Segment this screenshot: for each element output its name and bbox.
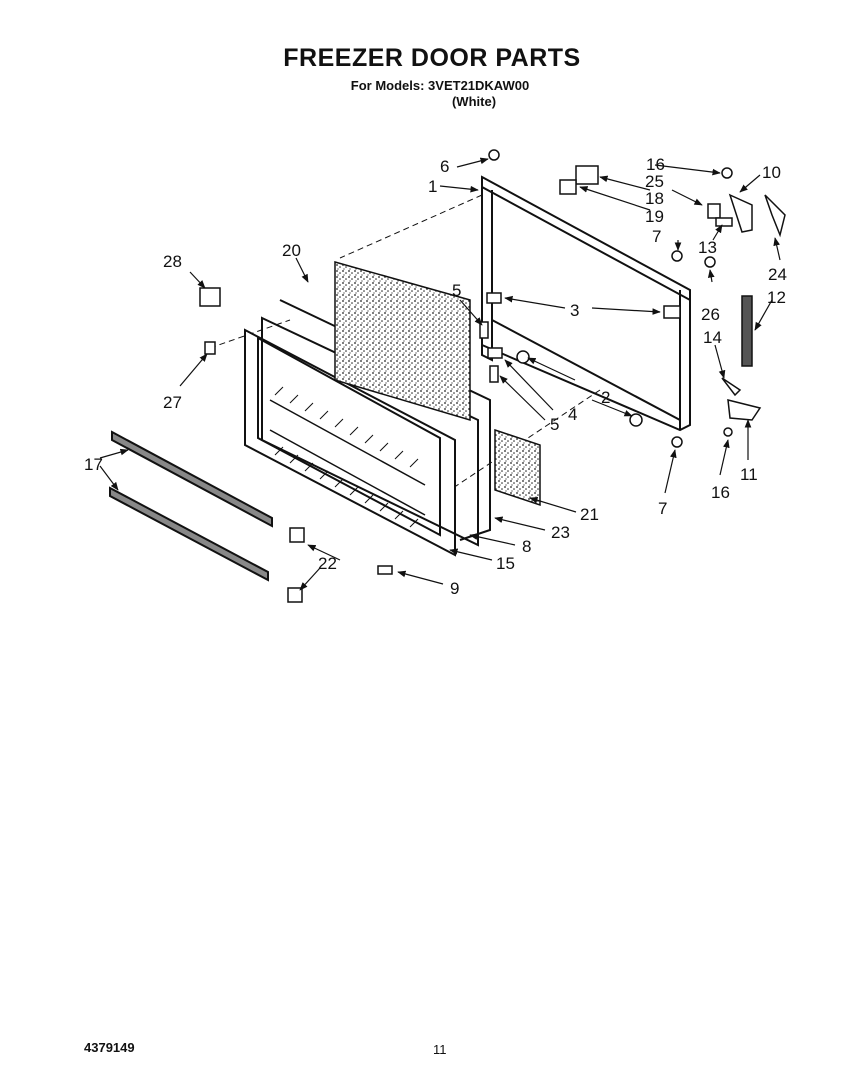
part-18-pad: [575, 165, 599, 185]
callout-5-lower: 5: [550, 415, 559, 434]
part-27-plug: [204, 341, 216, 355]
door-frame: [481, 175, 691, 432]
callout-4: 4: [568, 405, 577, 424]
callout-6: 6: [440, 157, 449, 176]
color-line: (White): [451, 94, 497, 109]
callout-27: 27: [163, 393, 182, 412]
callout-21: 21: [580, 505, 599, 524]
part-26-screw: [704, 256, 716, 268]
callout-numbers: 1 2 3 4 5 5 6 7 7 8 9 10 11 12 13 14 15 …: [84, 155, 787, 598]
callout-3: 3: [570, 301, 579, 320]
part-5-screw-upper: [479, 321, 489, 339]
part-2-stop-a: [516, 350, 530, 364]
callout-26: 26: [701, 305, 720, 324]
part-10-hinge: [728, 193, 753, 233]
part-11-hinge-lower: [727, 399, 762, 421]
callout-20: 20: [282, 241, 301, 260]
callout-2: 2: [601, 388, 610, 407]
callout-22: 22: [318, 554, 337, 573]
door-insulation: [334, 261, 471, 422]
part-16-screw-top: [721, 167, 733, 179]
callout-28: 28: [163, 252, 182, 271]
part-24-cover: [764, 194, 786, 238]
callout-17: 17: [84, 455, 103, 474]
callout-13: 13: [698, 238, 717, 257]
callout-25: 25: [645, 172, 664, 191]
callout-5-upper: 5: [452, 281, 461, 300]
part-22-cap-upper: [289, 527, 305, 543]
part-5-screw-lower: [489, 365, 499, 383]
callout-23: 23: [551, 523, 570, 542]
door-trim-strips: [109, 430, 273, 582]
callout-1: 1: [428, 177, 437, 196]
callout-14: 14: [703, 328, 722, 347]
part-6-screw: [488, 149, 500, 161]
callout-16-top: 16: [646, 155, 665, 174]
models-line: For Models: 3VET21DKAW00: [350, 78, 530, 93]
part-7-bushing-top: [671, 250, 683, 262]
part-16-screw-bottom: [723, 427, 733, 437]
part-14-bracket: [721, 377, 742, 397]
part-28-clip: [199, 287, 221, 307]
small-parts: [199, 149, 786, 603]
callout-16-bottom: 16: [711, 483, 730, 502]
part-9-screw: [377, 565, 393, 575]
callout-19: 19: [645, 207, 664, 226]
part-22-cap-lower: [287, 587, 303, 603]
callout-15: 15: [496, 554, 515, 573]
part-19-pad: [559, 179, 577, 195]
page-number: 11: [433, 1042, 447, 1057]
door-panel-21: [494, 428, 541, 507]
part-number: 4379149: [84, 1040, 135, 1055]
part-13-spacer: [715, 217, 733, 227]
callout-18: 18: [645, 189, 664, 208]
callout-7-bottom: 7: [658, 499, 667, 518]
callout-12: 12: [767, 288, 786, 307]
page-title: FREEZER DOOR PARTS: [283, 44, 581, 72]
callout-7-top: 7: [652, 227, 661, 246]
callout-9: 9: [450, 579, 459, 598]
callout-24: 24: [768, 265, 787, 284]
door-liner: [244, 328, 456, 557]
part-4-stop-bracket: [487, 347, 503, 359]
part-25-shim: [707, 203, 721, 219]
callout-11: 11: [740, 465, 758, 484]
part-2-stop-b: [629, 413, 643, 427]
part-3-bracket-right: [663, 305, 681, 319]
part-12-handle: [741, 295, 753, 367]
part-7-bushing-bottom: [671, 436, 683, 448]
callout-8: 8: [522, 537, 531, 556]
part-3-bracket-left: [486, 292, 502, 304]
callout-10: 10: [762, 163, 781, 182]
